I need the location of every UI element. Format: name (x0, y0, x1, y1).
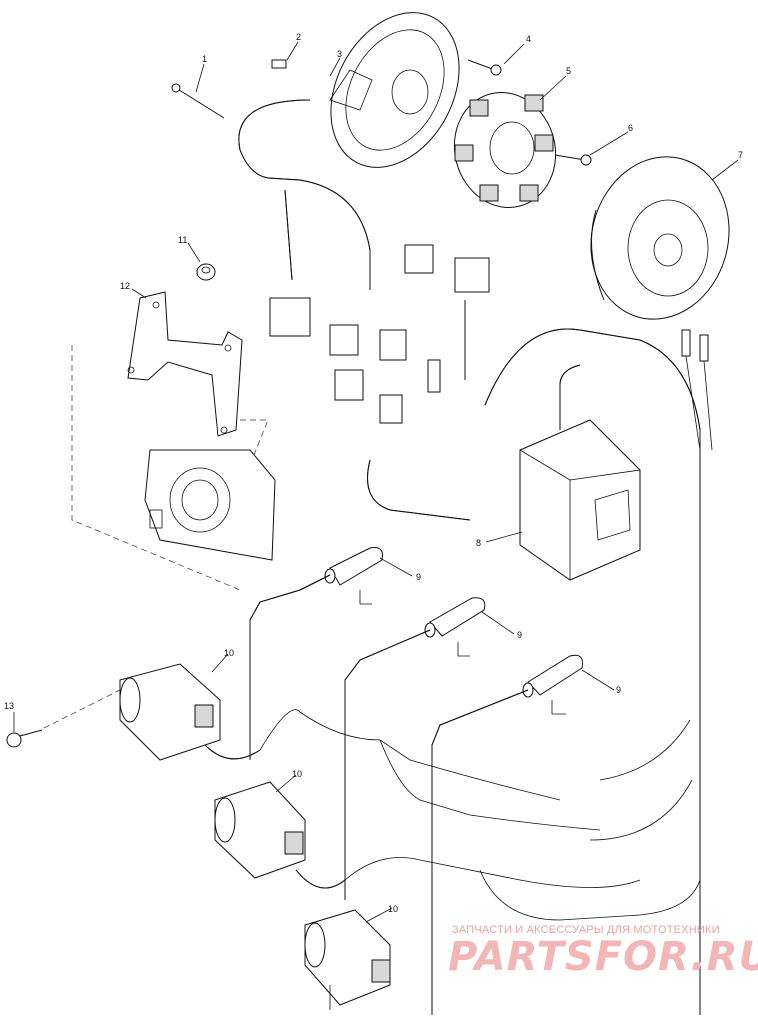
stator-coil (453, 92, 557, 208)
callout-10-middle: 10 (292, 769, 302, 779)
callout-12: 12 (120, 281, 130, 291)
bolt-13 (6, 689, 121, 748)
callout-13: 13 (4, 701, 14, 711)
screw-4 (467, 59, 502, 76)
callout-7: 7 (738, 150, 743, 160)
callout-6: 6 (628, 123, 633, 133)
callout-1: 1 (202, 54, 207, 64)
callout-11: 11 (178, 235, 187, 245)
callout-9-top: 9 (416, 572, 421, 582)
watermark-site-logo: PARTSFOR.RU (448, 934, 758, 980)
nut-11 (196, 263, 216, 281)
callout-9-middle: 9 (517, 630, 522, 640)
callout-4: 4 (526, 34, 531, 44)
watermark-tagline: ЗАПЧАСТИ И АКСЕССУАРЫ ДЛЯ МОТОТЕХНИКИ (452, 924, 720, 936)
leader-lines (13, 41, 739, 923)
callout-8: 8 (476, 538, 481, 548)
bracket-12 (127, 291, 243, 437)
ignition-coil-2 (214, 781, 346, 889)
callout-10-bottom: 10 (388, 904, 398, 914)
engine-reference (71, 345, 276, 591)
spark-plug-cap-3 (522, 654, 583, 715)
screw-2 (271, 59, 287, 69)
ignition-coil-1 (119, 663, 261, 761)
ignition-coil-3 (304, 909, 391, 1010)
screw-1 (171, 83, 225, 119)
callout-labels: 1 2 3 4 5 6 7 8 9 9 9 10 10 10 11 12 13 (4, 32, 743, 914)
callout-2: 2 (296, 32, 301, 42)
screw-6 (554, 154, 592, 166)
callout-5: 5 (566, 66, 571, 76)
wire-harness (238, 99, 471, 521)
spark-plug-cap-1 (324, 547, 383, 605)
callout-3: 3 (337, 49, 342, 59)
spade-terminals (681, 329, 713, 451)
flywheel (590, 156, 730, 320)
cdi-box (519, 364, 641, 581)
stator-plate (329, 12, 460, 168)
callout-9-bottom: 9 (616, 685, 621, 695)
ht-leads (249, 520, 701, 1015)
callout-10-top: 10 (224, 648, 234, 658)
spark-plug-cap-2 (424, 597, 486, 657)
